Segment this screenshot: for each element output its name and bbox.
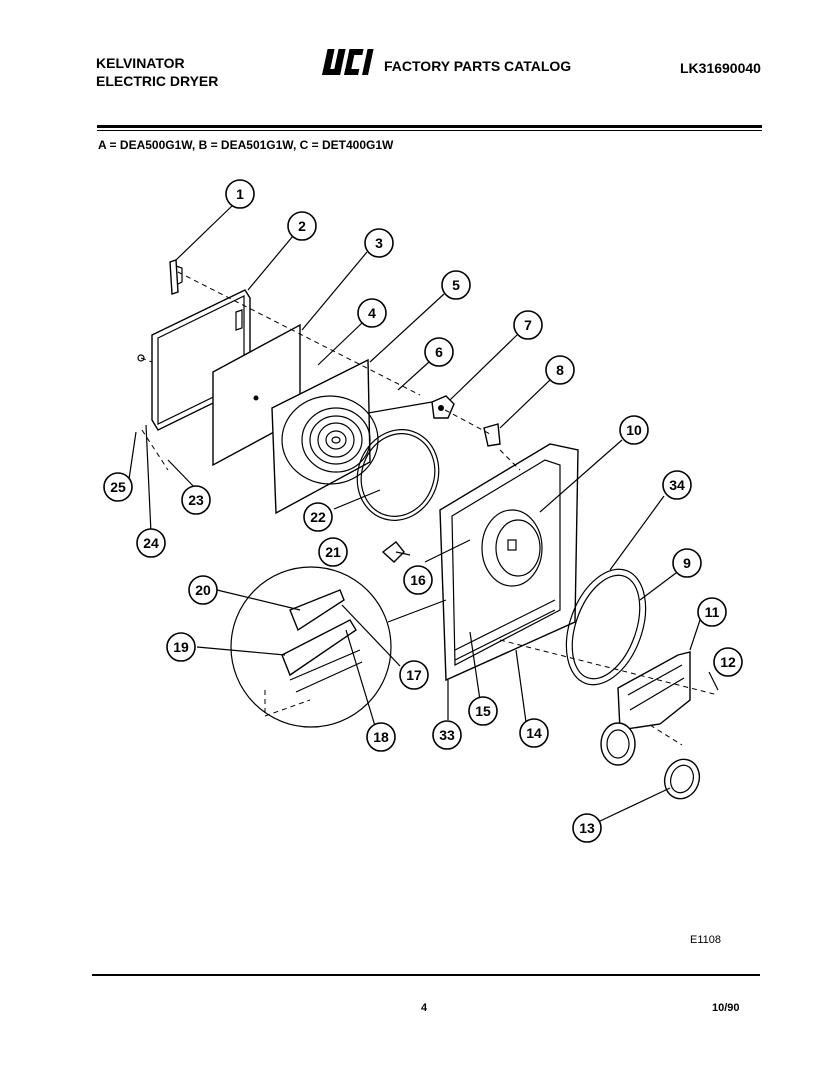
callout-14: 14 [519,718,549,748]
inset-detail-circle [230,566,447,728]
wci-logo [322,49,374,75]
callout-number: 13 [579,820,595,836]
part-21-small-part [381,541,405,563]
callout-number: 9 [683,555,691,571]
callout-19: 19 [166,632,196,662]
callout-number: 24 [143,535,159,551]
callout-11: 11 [697,597,727,627]
callout-number: 1 [236,186,244,202]
callout-number: 11 [705,604,720,620]
callout-22: 22 [303,502,333,532]
part-8-fuse [483,423,501,447]
callout-number: 25 [110,479,126,495]
callout-number: 33 [439,727,455,743]
callout-number: 16 [410,572,426,588]
header-rule-thin [97,130,762,131]
callout-number: 15 [475,703,491,719]
callout-10: 10 [619,415,649,445]
callout-6: 6 [424,337,454,367]
catalog-code: LK31690040 [680,60,761,76]
callout-3: 3 [364,228,394,258]
callout-13: 13 [572,813,602,843]
callout-21: 21 [318,537,348,567]
callout-16: 16 [403,565,433,595]
print-date: 10/90 [712,1002,740,1014]
callout-number: 22 [310,509,326,525]
callout-34: 34 [662,470,692,500]
callout-number: 2 [298,218,306,234]
callout-number: 10 [626,422,642,438]
callout-number: 14 [526,725,542,741]
callout-18: 18 [366,722,396,752]
callout-7: 7 [513,310,543,340]
callout-9: 9 [672,548,702,578]
callout-number: 23 [188,492,204,508]
callout-number: 12 [720,654,736,670]
catalog-title: FACTORY PARTS CATALOG [384,58,572,74]
callout-23: 23 [181,485,211,515]
part-7-thermostat [431,395,455,419]
footer-rule [92,974,760,976]
callout-number: 19 [173,639,189,655]
callout-number: 8 [556,362,564,378]
callout-number: 34 [669,477,685,493]
callout-number: 6 [435,344,443,360]
part-5-heater-housing [271,358,379,515]
part-11-exhaust-duct [600,651,691,766]
callout-number: 18 [373,729,389,745]
callout-number: 4 [368,305,376,321]
callout-17: 17 [399,660,429,690]
part-22-seal-ring [356,429,440,521]
header-rule [97,125,762,128]
part-1-hinge-clip [169,259,183,295]
page-number: 4 [421,1002,428,1014]
callout-4: 4 [357,298,387,328]
callout-number: 7 [524,317,532,333]
callout-number: 20 [195,582,211,598]
callout-24: 24 [136,528,166,558]
callout-15: 15 [468,696,498,726]
brand-name: KELVINATOR [96,55,185,71]
callout-8: 8 [545,355,575,385]
callout-5: 5 [441,270,471,300]
part-34-drum-seal [565,568,647,686]
callout-25: 25 [103,472,133,502]
callout-number: 3 [375,235,383,251]
callout-12: 12 [713,647,743,677]
models-legend: A = DEA500G1W, B = DEA501G1W, C = DET400… [98,138,394,152]
part-13-duct-seal [663,758,701,800]
callout-20: 20 [188,575,218,605]
callout-1: 1 [225,179,255,209]
callout-number: 21 [325,544,341,560]
callout-number: 5 [452,277,460,293]
callout-2: 2 [287,211,317,241]
callout-number: 17 [406,667,422,683]
figure-code: E1108 [690,934,721,946]
part-33-front-bulkhead [439,443,579,682]
product-type: ELECTRIC DRYER [96,73,219,89]
callout-33: 33 [432,720,462,750]
